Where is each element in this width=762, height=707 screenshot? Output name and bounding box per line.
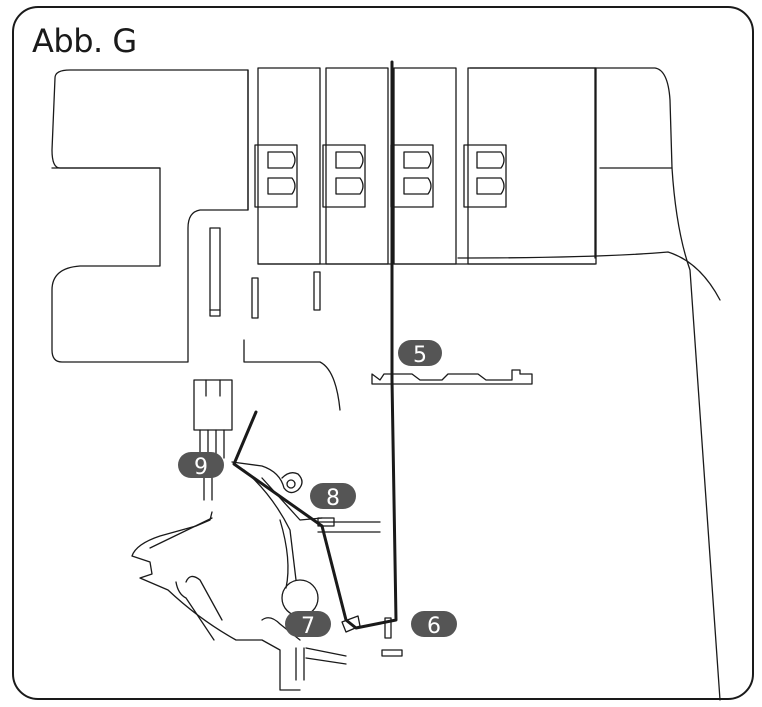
machine-housing: [51, 67, 721, 701]
step-badge-8: 8: [310, 483, 356, 511]
step-badge-5: 5: [398, 340, 442, 368]
step-badge-9: 9: [178, 452, 224, 480]
svg-text:9: 9: [194, 455, 208, 480]
needle-clamp: [193, 379, 233, 501]
figure-label: Abb. G: [32, 22, 137, 60]
svg-text:7: 7: [301, 614, 315, 639]
svg-text:5: 5: [413, 343, 427, 368]
looper-assembly: [131, 461, 403, 691]
thread-guide-slots: [209, 227, 341, 411]
step-badge-7: 7: [285, 611, 331, 639]
svg-text:8: 8: [326, 486, 340, 511]
tension-clips: [254, 144, 507, 208]
upper-thread-guide-bar: [371, 369, 533, 385]
thread-path: [232, 60, 398, 630]
step-badge-6: 6: [411, 611, 457, 639]
figure-frame: [12, 6, 754, 700]
svg-text:6: 6: [427, 614, 441, 639]
tension-dial-panels: [257, 67, 597, 265]
